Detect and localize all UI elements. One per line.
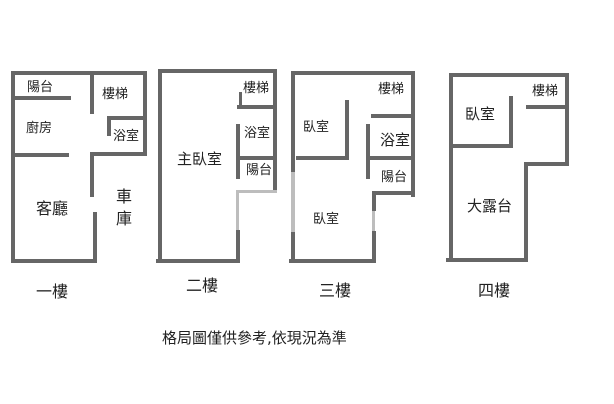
- wall: [296, 156, 349, 160]
- floor-label-4f: 四樓: [478, 281, 511, 300]
- floor-label-1f: 一樓: [36, 282, 69, 301]
- room-label-stairs: 樓梯: [102, 87, 129, 102]
- wall: [565, 73, 569, 165]
- wall: [158, 69, 162, 262]
- room-label-bedroom: 臥室: [313, 212, 340, 227]
- floor-label-3f: 三樓: [319, 281, 352, 300]
- room-label-living-room: 客廳: [36, 199, 69, 218]
- wall: [90, 152, 94, 197]
- room-label-bedroom: 臥室: [465, 105, 496, 123]
- wall: [11, 71, 147, 75]
- wall: [291, 71, 415, 75]
- wall: [158, 69, 277, 73]
- wall: [345, 100, 349, 159]
- wall: [237, 105, 277, 109]
- room-label-bathroom: 浴室: [113, 129, 140, 144]
- wall: [156, 259, 240, 263]
- wall: [236, 230, 240, 262]
- wall: [90, 71, 94, 114]
- room-label-balcony: 陽台: [246, 163, 273, 178]
- wall: [93, 212, 97, 263]
- wall: [236, 156, 277, 160]
- room-label-master-bedroom: 主臥室: [177, 150, 223, 168]
- wall: [11, 96, 71, 100]
- wall: [366, 124, 370, 179]
- wall: [291, 232, 295, 262]
- wall: [107, 116, 111, 136]
- wall: [236, 190, 239, 230]
- wall: [236, 124, 240, 179]
- wall: [524, 162, 528, 262]
- wall: [446, 258, 528, 262]
- wall: [11, 259, 97, 263]
- wall: [289, 259, 376, 263]
- wall: [291, 71, 295, 173]
- wall: [239, 92, 242, 107]
- floor-label-2f: 二樓: [186, 276, 219, 295]
- wall: [107, 116, 147, 120]
- wall: [526, 105, 569, 109]
- room-label-kitchen: 廚房: [26, 121, 53, 136]
- wall: [273, 69, 277, 193]
- room-label-balcony: 陽台: [27, 80, 54, 95]
- wall: [291, 172, 295, 232]
- room-label-stairs: 樓梯: [532, 84, 559, 99]
- wall: [372, 231, 376, 263]
- wall: [143, 71, 147, 156]
- wall: [236, 190, 277, 193]
- wall: [524, 162, 569, 166]
- room-label-bedroom: 臥室: [303, 120, 330, 135]
- room-label-stairs: 樓梯: [378, 82, 405, 97]
- room-label-garage: 車庫: [113, 188, 132, 232]
- wall: [372, 191, 376, 211]
- wall: [449, 144, 513, 148]
- wall: [449, 73, 453, 262]
- room-label-balcony: 陽台: [381, 170, 408, 185]
- wall: [11, 71, 15, 262]
- wall: [371, 114, 415, 118]
- room-label-bathroom: 浴室: [244, 126, 271, 141]
- wall: [11, 153, 69, 157]
- wall: [372, 211, 375, 231]
- disclaimer-note: 格局圖僅供參考,依現況為準: [162, 329, 347, 347]
- wall: [411, 71, 415, 197]
- wall: [509, 96, 513, 147]
- room-label-stairs: 樓梯: [243, 81, 270, 96]
- room-label-bathroom: 浴室: [380, 131, 411, 149]
- wall: [90, 152, 147, 156]
- wall: [449, 73, 569, 77]
- wall: [366, 156, 415, 160]
- room-label-large-terrace: 大露台: [467, 197, 513, 215]
- wall: [372, 191, 415, 195]
